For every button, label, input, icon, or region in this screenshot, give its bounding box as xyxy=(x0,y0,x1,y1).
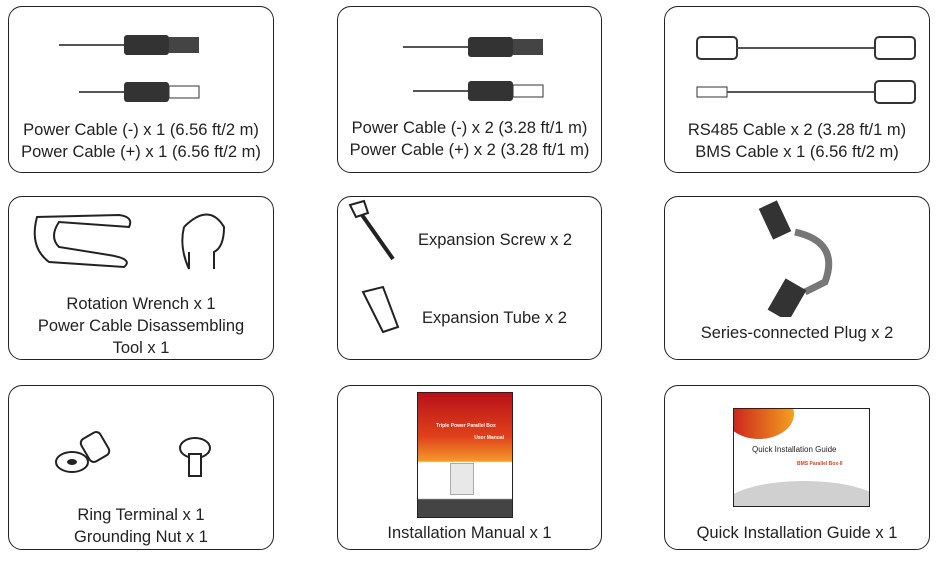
label-line: Installation Manual x 1 xyxy=(387,524,552,542)
label-line: Power Cable Disassembling xyxy=(37,317,245,335)
terminal-nut-icon xyxy=(55,431,211,477)
power-cable-icon xyxy=(59,35,200,102)
label-line: Expansion Tube x 2 xyxy=(422,309,567,327)
label-line: Power Cable (-) x 2 (3.28 ft/1 m) xyxy=(351,119,588,137)
wrench-icon xyxy=(33,213,226,270)
communication-cable-icon xyxy=(696,36,916,104)
label-line: Quick Installation Guide x 1 xyxy=(696,524,898,542)
label-line: Power Cable (+) x 2 (3.28 ft/1 m) xyxy=(349,141,590,159)
cover-subtitle: User Manual xyxy=(474,435,504,441)
cover-subtitle: BMS Parallel Box-II xyxy=(797,461,843,467)
label-line: Power Cable (+) x 1 (6.56 ft/2 m) xyxy=(21,143,261,161)
item-series-plug: Series-connected Plug x 2 xyxy=(664,196,930,360)
manual-cover-image: Triple Power Parallel Box User Manual xyxy=(417,392,513,518)
item-power-cable-2m: Power Cable (-) x 1 (6.56 ft/2 m) Power C… xyxy=(8,6,274,173)
label-line: Power Cable (-) x 1 (6.56 ft/2 m) xyxy=(23,121,259,139)
screw-tube-icon xyxy=(348,199,400,334)
guide-cover-image: Quick Installation Guide BMS Parallel Bo… xyxy=(733,408,870,507)
power-cable-icon xyxy=(403,37,544,101)
series-plug-icon xyxy=(758,200,833,317)
item-installation-manual: Triple Power Parallel Box User Manual In… xyxy=(337,385,602,550)
label-line: Rotation Wrench x 1 xyxy=(66,295,216,313)
cover-title: Triple Power Parallel Box xyxy=(436,423,496,429)
label-line: RS485 Cable x 2 (3.28 ft/1 m) xyxy=(687,121,907,139)
cover-title: Quick Installation Guide xyxy=(752,445,837,454)
label-line: Series-connected Plug x 2 xyxy=(700,324,894,342)
label-line: Expansion Screw x 2 xyxy=(418,231,573,249)
item-wrench-tool: Rotation Wrench x 1 Power Cable Disassemb… xyxy=(8,196,274,360)
label-line: BMS Cable x 1 (6.56 ft/2 m) xyxy=(695,143,899,161)
label-line: Tool x 1 xyxy=(112,339,170,357)
label-line: Grounding Nut x 1 xyxy=(74,528,208,546)
item-power-cable-1m: Power Cable (-) x 2 (3.28 ft/1 m) Power C… xyxy=(337,6,602,173)
item-quick-installation-guide: Quick Installation Guide BMS Parallel Bo… xyxy=(664,385,930,550)
item-expansion-screw-tube: Expansion Screw x 2 Expansion Tube x 2 xyxy=(337,196,602,360)
item-rs485-bms-cable: RS485 Cable x 2 (3.28 ft/1 m) BMS Cable x… xyxy=(664,6,930,173)
label-line: Ring Terminal x 1 xyxy=(77,506,205,524)
item-ring-terminal-nut: Ring Terminal x 1 Grounding Nut x 1 xyxy=(8,385,274,550)
